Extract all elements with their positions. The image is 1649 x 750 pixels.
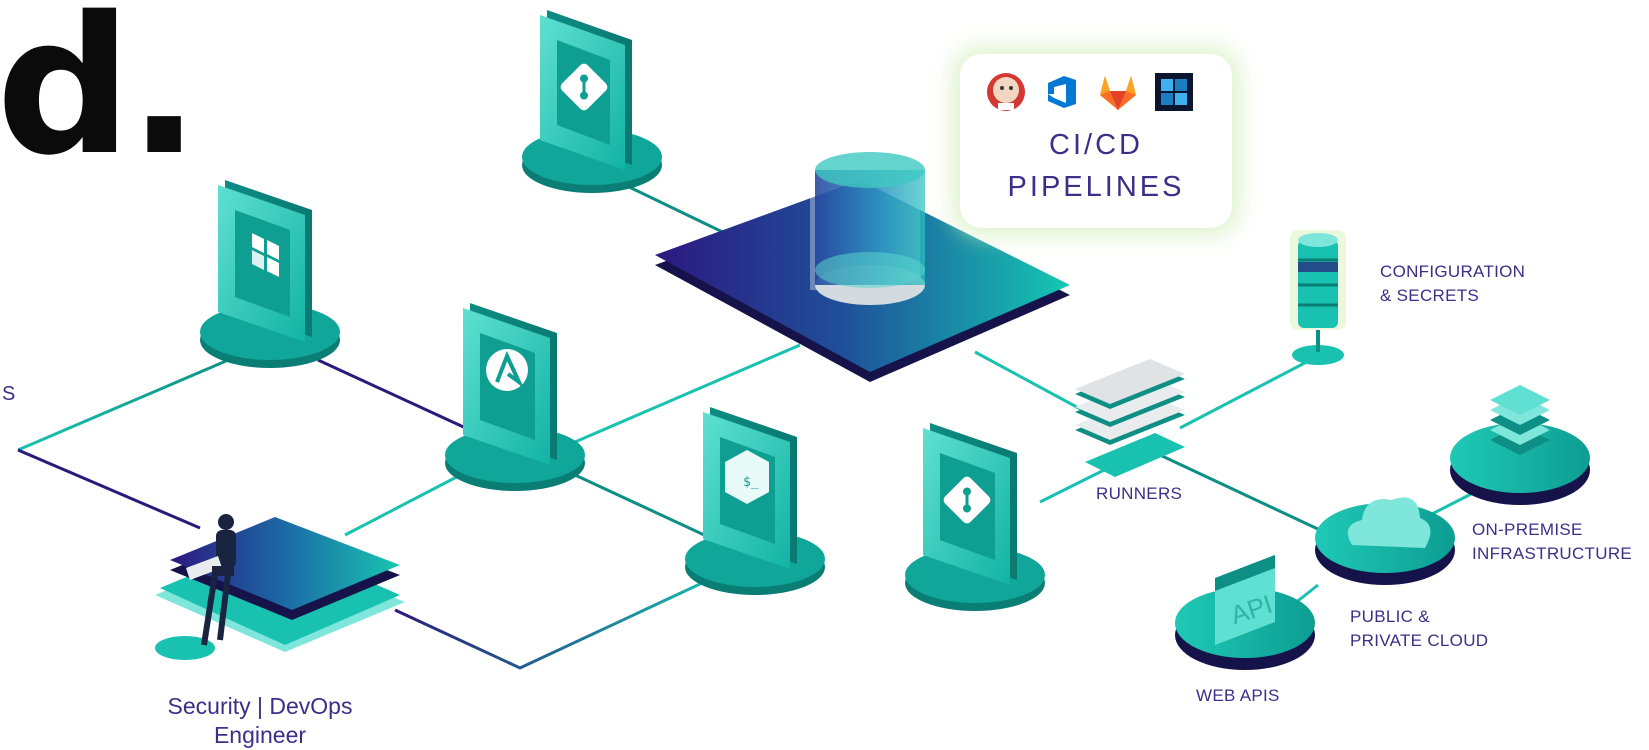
web-apis-label: WEB APIS <box>1196 686 1280 705</box>
config-secrets-database <box>1290 230 1346 365</box>
link-cloud-onprem <box>1429 490 1476 517</box>
bamboo-icon <box>1155 73 1193 111</box>
ansible-monitor <box>445 303 585 491</box>
link-ansible-hub <box>567 343 801 447</box>
link-git-hub <box>624 183 736 240</box>
link-engineer-shell <box>394 568 731 670</box>
link-terraform-left <box>17 353 241 452</box>
runners-label: RUNNERS <box>1096 484 1183 503</box>
terraform-monitor <box>200 180 340 368</box>
headline-fragment: d. <box>0 0 200 197</box>
jenkins-icon <box>987 73 1025 111</box>
cicd-pipelines-card: CI/CD PIPELINES <box>960 54 1232 228</box>
central-hub-platform <box>655 140 1070 382</box>
link-left-engineer <box>17 448 201 530</box>
svg-text:$_: $_ <box>743 475 759 490</box>
link-runners-config <box>1179 354 1319 430</box>
cut-off-label: S <box>2 383 16 405</box>
git-monitor-runners <box>905 423 1045 611</box>
cloud-label: PUBLIC & PRIVATE CLOUD <box>1350 607 1489 650</box>
azure-devops-icon <box>1040 70 1084 114</box>
cicd-title: CI/CD PIPELINES <box>960 124 1232 208</box>
engineer-figure <box>186 514 236 646</box>
cicd-title-line1: CI/CD <box>1049 129 1143 161</box>
shell-monitor: $_ <box>685 407 825 595</box>
runners-server-stack <box>1075 359 1185 477</box>
git-monitor-top <box>522 10 662 193</box>
web-api-disc: API <box>1175 555 1315 670</box>
engineer-label: Security | DevOps Engineer <box>167 693 353 748</box>
link-runners-cloud <box>1159 453 1321 532</box>
on-premise-disc <box>1450 385 1590 505</box>
cloud-disc <box>1315 497 1455 585</box>
cicd-title-line2: PIPELINES <box>1007 171 1185 203</box>
gitlab-icon <box>1100 76 1136 110</box>
link-ansible-shell <box>559 466 716 542</box>
engineer-platform <box>155 517 405 660</box>
config-secrets-label: CONFIGURATION & SECRETS <box>1380 262 1526 305</box>
link-terraform-ansible <box>317 358 471 432</box>
on-premise-label: ON-PREMISE INFRASTRUCTURE <box>1472 520 1633 563</box>
link-engineer-ansible <box>344 468 471 537</box>
